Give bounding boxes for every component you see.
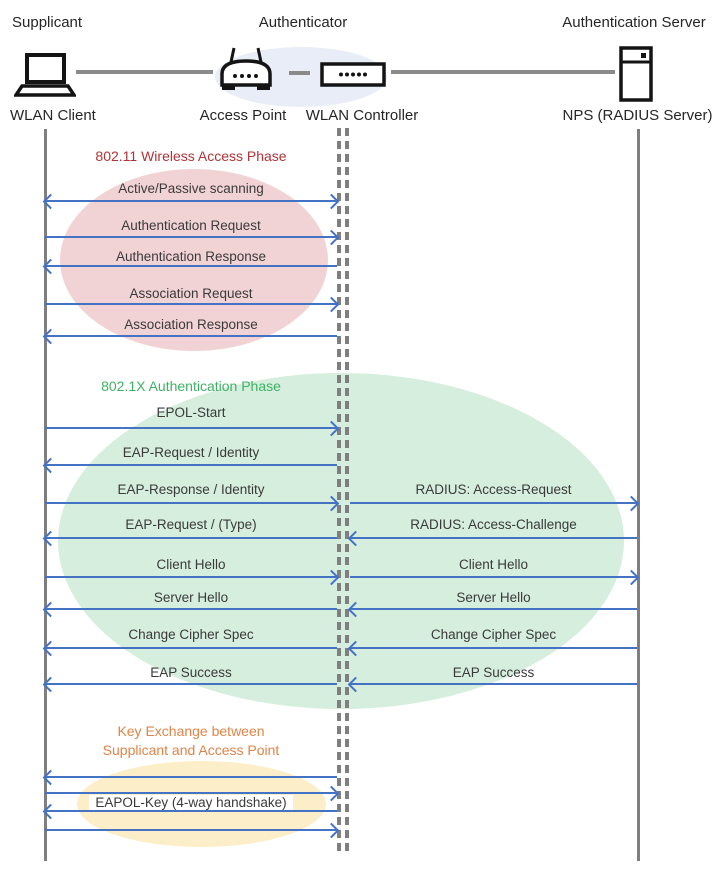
message-label-server-hello-left: Server Hello	[153, 590, 229, 605]
message-label-assoc-response: Association Response	[124, 317, 258, 332]
message-label-radius-access-request: RADIUS: Access-Request	[415, 482, 572, 497]
arrow-auth-request	[45, 236, 337, 238]
wlan-controller-icon	[320, 62, 386, 87]
arrow-radius-access-challenge	[350, 537, 637, 539]
message-label-scanning: Active/Passive scanning	[118, 181, 264, 196]
lifeline-radius-server	[637, 129, 640, 861]
arrow-eap-response-identity	[45, 502, 337, 504]
message-label-assoc-request: Association Request	[129, 286, 253, 301]
arrow-eapol-key-2	[45, 792, 337, 794]
arrow-server-hello-left	[45, 608, 337, 610]
lifeline-wlan-client	[44, 129, 47, 861]
message-label-auth-request: Authentication Request	[121, 218, 261, 233]
message-label-change-cipher-left: Change Cipher Spec	[128, 627, 254, 642]
arrow-client-hello-left	[45, 576, 337, 578]
actor-title-auth-server: Authentication Server	[562, 14, 706, 31]
arrow-eap-success-left	[45, 683, 337, 685]
arrow-assoc-request	[45, 303, 337, 305]
device-label-wlan-controller: WLAN Controller	[305, 107, 419, 124]
device-label-nps: NPS (RADIUS Server)	[562, 107, 713, 124]
arrow-eapol-key-3	[45, 810, 337, 812]
message-label-eap-success-right: EAP Success	[452, 665, 535, 680]
laptop-icon	[14, 53, 76, 98]
arrow-server-hello-right	[350, 608, 637, 610]
access-point-icon	[217, 47, 275, 92]
message-label-eap-request-identity: EAP-Request / Identity	[122, 445, 260, 460]
message-label-eapol-key: EAPOL-Key (4-way handshake)	[45, 795, 337, 811]
arrow-assoc-response	[45, 335, 337, 337]
arrow-eapol-key-4	[45, 829, 337, 831]
phase2-label: 802.1X Authentication Phase	[101, 378, 281, 394]
arrow-client-hello-right	[350, 576, 637, 578]
server-icon	[619, 46, 653, 102]
arrow-eap-request-type	[45, 537, 337, 539]
message-label-eap-request-type: EAP-Request / (Type)	[125, 517, 257, 532]
arrow-scanning	[45, 200, 337, 202]
lifeline-authenticator-dashed-1	[337, 128, 341, 856]
lifeline-authenticator-dashed-2	[345, 128, 349, 856]
phase3-label: Key Exchange between Supplicant and Acce…	[102, 723, 280, 758]
actor-title-authenticator: Authenticator	[258, 14, 348, 31]
arrow-epol-start	[45, 427, 337, 429]
message-label-client-hello-left: Client Hello	[156, 557, 226, 572]
message-label-radius-access-challenge: RADIUS: Access-Challenge	[410, 517, 577, 532]
connector-wlc-server	[391, 70, 615, 74]
arrow-eap-request-identity	[45, 464, 337, 466]
actor-title-supplicant: Supplicant	[12, 14, 83, 31]
phase1-label: 802.11 Wireless Access Phase	[95, 148, 287, 164]
message-label-change-cipher-right: Change Cipher Spec	[430, 627, 557, 642]
arrow-radius-access-request	[350, 502, 637, 504]
arrow-change-cipher-left	[45, 647, 337, 649]
message-label-client-hello-right: Client Hello	[458, 557, 529, 572]
device-label-access-point: Access Point	[199, 107, 287, 124]
connector-ap-wlc	[289, 71, 310, 75]
arrow-change-cipher-right	[350, 647, 637, 649]
arrow-auth-response	[45, 265, 337, 267]
device-label-wlan-client: WLAN Client	[10, 107, 96, 124]
eapol-key-text: EAPOL-Key (4-way handshake)	[89, 795, 293, 810]
phase2-bubble	[58, 373, 624, 709]
message-label-eap-response-identity: EAP-Response / Identity	[117, 482, 265, 497]
message-label-epol-start: EPOL-Start	[156, 405, 226, 420]
arrow-eapol-key-1	[45, 776, 337, 778]
message-label-server-hello-right: Server Hello	[456, 590, 531, 605]
message-label-eap-success-left: EAP Success	[150, 665, 232, 680]
message-label-auth-response: Authentication Response	[115, 249, 267, 264]
arrow-eap-success-right	[350, 683, 637, 685]
connector-client-ap	[76, 70, 213, 74]
